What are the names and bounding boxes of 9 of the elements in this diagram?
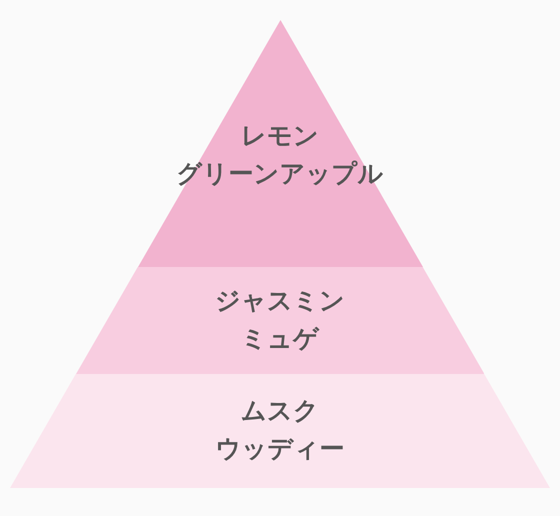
note-text: ムスク <box>241 395 319 427</box>
note-text: グリーンアップル <box>176 158 384 190</box>
note-text: ジャスミン <box>214 285 345 317</box>
pyramid-tier <box>138 20 422 267</box>
note-text: ウッディー <box>216 433 344 465</box>
pyramid-tier <box>10 374 550 488</box>
pyramid-tier <box>76 267 484 374</box>
note-text: レモン <box>241 120 319 152</box>
note-text: ミュゲ <box>240 323 319 355</box>
